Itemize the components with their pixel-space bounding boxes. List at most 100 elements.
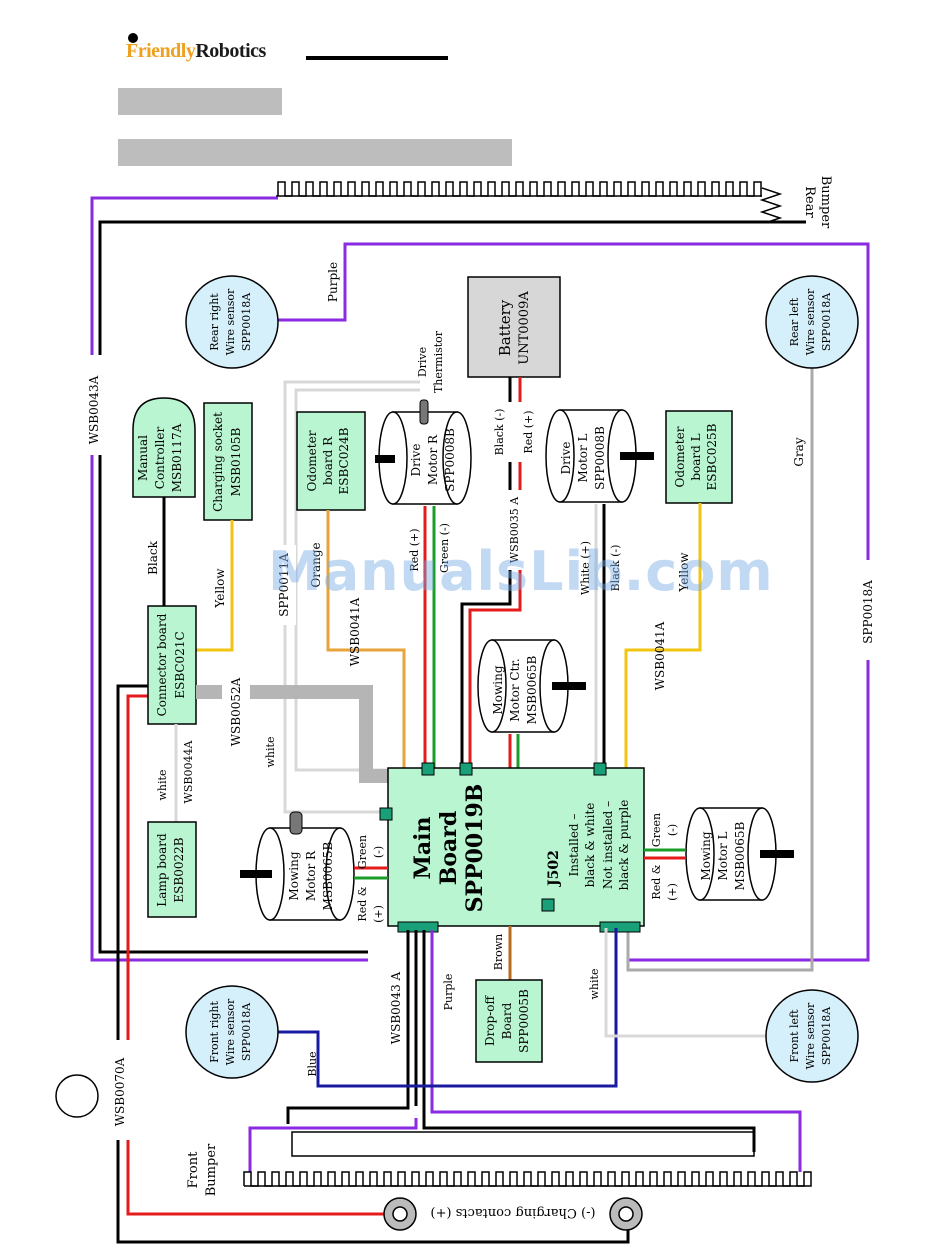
mowing-ctr-label-1: Mowing (491, 665, 505, 714)
rear-right-label-2: Wire sensor (224, 288, 237, 355)
mowing-r-label-3: MSB0065B (321, 841, 335, 910)
drive-motor-l: Drive Motor L SPP0008B (545, 409, 654, 503)
front-right-wire-sensor: Front right Wire sensor SPP0018A (185, 985, 279, 1079)
wire-purple-label: Purple (326, 262, 340, 302)
front-left-label-2: Wire sensor (804, 1002, 817, 1069)
manualslib-watermark: ManualsLib.com (268, 540, 774, 603)
wire-battery-black-to-main (460, 590, 512, 768)
wire-orange-odometer-r (326, 510, 406, 768)
front-left-label-1: Front left (788, 1009, 801, 1063)
rear-bumper-label-1: Rear (802, 186, 817, 218)
wire-white3-label: white (588, 969, 601, 1000)
wire-purple2-label: Purple (442, 974, 455, 1011)
odometer-board-r: Odometer board R ESBC024B (296, 411, 366, 511)
wire-red-charging-lower (126, 928, 388, 1216)
friendly-robotics-logo: FriendlyRobotics (126, 40, 266, 63)
wsb0041a-l-label: WSB0041A (653, 621, 667, 690)
wire-black-charging (116, 684, 148, 928)
manual-label-3: MSB0117A (170, 423, 184, 492)
front-right-label-3: SPP0018A (240, 1002, 253, 1061)
wire-orange-label: Orange (309, 542, 323, 587)
mowing-ctr-label-2: Motor Ctr. (508, 658, 522, 721)
front-left-label-3: SPP0018A (820, 1006, 833, 1065)
label-backing (222, 674, 250, 750)
wire-yellow-socket (196, 520, 234, 652)
label-backing (504, 490, 526, 570)
logo-friendly: Friendly (126, 40, 196, 62)
wsb0035a-label: WSB0035 A (508, 496, 521, 563)
dropoff-board: Drop-off Board SPP0005B (475, 979, 543, 1063)
battery-label-2: UNT0009A (517, 291, 532, 365)
mowing-ctr-label-3: MSB0065B (525, 655, 539, 724)
logo-dot (128, 33, 138, 43)
wire-yellow-label: Yellow (213, 568, 227, 609)
label-backing (84, 355, 108, 455)
mowing-motor-ctr: Mowing Motor Ctr. MSB0065B (477, 639, 586, 733)
dropoff-label-1: Drop-off (483, 994, 497, 1046)
wire-purple-rear-right (278, 242, 870, 962)
mowing-l-label-1: Mowing (699, 831, 713, 880)
wire-purple-outer-left (90, 196, 368, 962)
wsb0044a-label: WSB0044A (182, 740, 195, 804)
harness-wsb0052a (196, 685, 388, 783)
charging-socket: Charging socket MSB0105B (203, 402, 253, 521)
page-marker-circle (55, 1074, 99, 1118)
green-l-label: Green (650, 813, 663, 847)
drive-motor-r: Drive Motor R SPP0008B (375, 399, 472, 505)
wire-gray-rear-left (626, 365, 814, 972)
red-r-sign: (+) (372, 905, 385, 923)
j502-label-3: black & white (583, 803, 597, 888)
spp0018a-right-label: SPP0018A (861, 580, 875, 644)
main-board-label-1: Main (410, 817, 436, 880)
charging-socket-label-1: Charging socket (211, 412, 225, 512)
logo-robotics: Robotics (195, 40, 266, 62)
front-bumper-plate (291, 1131, 755, 1157)
spp0011a-label: SPP0011A (277, 553, 291, 617)
drive-thermistor-label-1: Drive (416, 347, 429, 377)
wire-black-label: Black (146, 540, 160, 575)
j502-label-2: Installed – (567, 814, 581, 877)
j502-label-4: Not installed – (601, 801, 615, 889)
redacted-title-bar (118, 88, 282, 115)
drive-r-label-2: Motor R (426, 434, 440, 485)
lamp-label-1: Lamp board (155, 833, 169, 907)
odometer-l-label-2: board L (689, 433, 703, 480)
connector-label-1: Connector board (155, 613, 169, 716)
rear-right-label-1: Rear right (208, 293, 221, 351)
front-bumper-teeth (243, 1171, 812, 1187)
connector-board: Connector board ESBC021C (147, 605, 197, 725)
mowing-r-label-1: Mowing (287, 851, 301, 900)
wire-front-bumper-purple-right (430, 1106, 802, 1172)
label-backing (788, 430, 810, 474)
main-board-label-2: Board (436, 811, 462, 886)
mowing-r-label-2: Motor R (304, 850, 318, 901)
rear-bumper-label-2: Bumper (818, 176, 833, 229)
manual-label-2: Controller (153, 427, 167, 490)
wsb0070a-label: WSB0070A (113, 1057, 127, 1126)
odometer-r-label-1: Odometer (305, 430, 319, 491)
charging-contacts: (-) Charging contacts (+) (383, 1197, 643, 1231)
red-l-sign: (+) (666, 883, 679, 901)
wire-red-batt-label: Red (+) (522, 410, 535, 453)
j502-label-5: black & purple (617, 800, 631, 891)
lamp-board: Lamp board ESB0022B (147, 821, 197, 918)
wire-yellow2-label: Yellow (677, 552, 691, 593)
front-left-wire-sensor: Front left Wire sensor SPP0018A (765, 989, 859, 1083)
odometer-l-label-1: Odometer (673, 426, 687, 487)
front-bumper-label-2: Bumper (204, 1143, 219, 1196)
main-board: Main Board SPP0019B J502 Installed – bla… (379, 762, 645, 933)
drive-r-label-3: SPP0008B (443, 428, 457, 492)
front-right-label-1: Front right (208, 1001, 221, 1063)
rear-right-label-3: SPP0018A (240, 292, 253, 351)
wire-yellow-odometer-l (624, 503, 702, 768)
dropoff-label-3: SPP0005B (517, 989, 531, 1053)
wire-blue-label: Blue (306, 1051, 319, 1076)
wsb0043a-top-label: WSB0043A (87, 375, 101, 444)
odometer-board-l: Odometer board L ESBC025B (665, 410, 733, 504)
green-r-label: Green (356, 835, 369, 869)
rear-bumper (276, 181, 783, 223)
drive-l-label-2: Motor L (576, 433, 590, 482)
drive-thermistor-label-2: Thermistor (432, 330, 445, 393)
green-r-sign: (-) (372, 846, 385, 858)
